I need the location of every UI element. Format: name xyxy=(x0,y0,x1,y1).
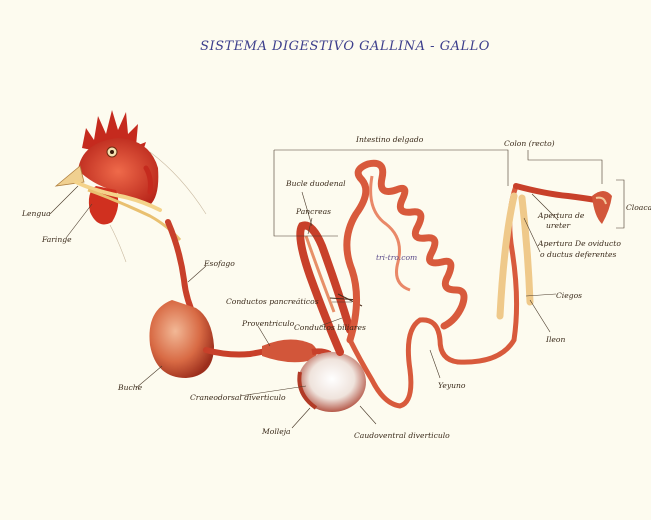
crop-shape xyxy=(149,300,214,378)
label-colon: Colon (recto) xyxy=(504,139,555,148)
colon-shape xyxy=(516,186,596,200)
label-conductos-biliares: Conductos biliares xyxy=(294,323,366,332)
caecum-right-shape xyxy=(522,198,530,302)
label-apertura-ureter-1: Apertura de xyxy=(537,211,585,220)
proventriculus-shape xyxy=(262,339,317,362)
label-pancreas: Pancreas xyxy=(295,207,331,216)
lower-esophagus-shape xyxy=(206,350,270,355)
label-esofago: Esofago xyxy=(203,259,235,268)
diagram-title: SISTEMA DIGESTIVO GALLINA - GALLO xyxy=(200,39,490,54)
label-proventriculo: Proventriculo xyxy=(241,319,295,328)
label-yeyuno: Yeyuno xyxy=(438,381,466,390)
label-apertura-oviducto-1: Apertura De oviducto xyxy=(537,239,621,248)
neck-outline xyxy=(150,152,206,214)
descending-loop-shape xyxy=(350,320,458,406)
label-intestino-delgado: Intestino delgado xyxy=(355,135,424,144)
label-bucle-duodenal: Bucle duodenal xyxy=(285,179,346,188)
label-faringe: Faringe xyxy=(41,235,72,244)
label-craneodorsal: Craneodorsal diverticulo xyxy=(190,393,286,402)
label-molleja: Molleja xyxy=(261,427,291,436)
label-lengua: Lengua xyxy=(21,209,51,218)
cloaca-shape xyxy=(592,191,612,224)
label-ileon: Ileon xyxy=(545,335,565,344)
label-cloaca: Cloaca xyxy=(626,203,651,212)
label-apertura-ureter-2: ureter xyxy=(546,221,571,230)
label-buche: Buche xyxy=(117,383,143,392)
label-conductos-pancreaticos: Conductos pancreáticos xyxy=(226,297,319,306)
label-apertura-oviducto-2: o ductus deferentes xyxy=(540,250,616,259)
rooster-head xyxy=(56,110,206,262)
label-ciegos: Ciegos xyxy=(556,291,582,300)
label-caudoventral: Caudoventral diverticulo xyxy=(354,431,450,440)
jejunum-coil-shape xyxy=(347,163,464,340)
neck-outline-lower xyxy=(110,225,126,262)
pupil-shape xyxy=(110,150,114,154)
watermark: tri-tro.com xyxy=(376,253,417,262)
